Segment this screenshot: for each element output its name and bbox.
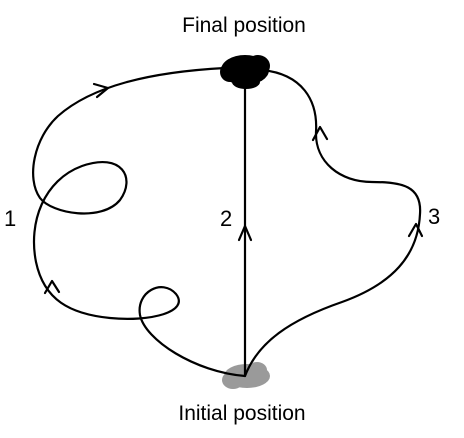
path-1-arrow-upper	[92, 82, 110, 99]
path-1-line	[32, 66, 247, 378]
path-3-label: 3	[428, 204, 440, 229]
path-2-arrow	[237, 224, 253, 242]
path-3-arrow-lower	[407, 222, 424, 238]
path-1-label: 1	[4, 206, 16, 231]
path-2-label: 2	[220, 206, 232, 231]
path-3-line	[243, 68, 422, 378]
path-3-arrow-upper	[311, 125, 329, 142]
final-position-label: Final position	[182, 14, 306, 37]
path-1-arrow-lower	[43, 279, 61, 295]
initial-position-label: Initial position	[178, 402, 305, 425]
